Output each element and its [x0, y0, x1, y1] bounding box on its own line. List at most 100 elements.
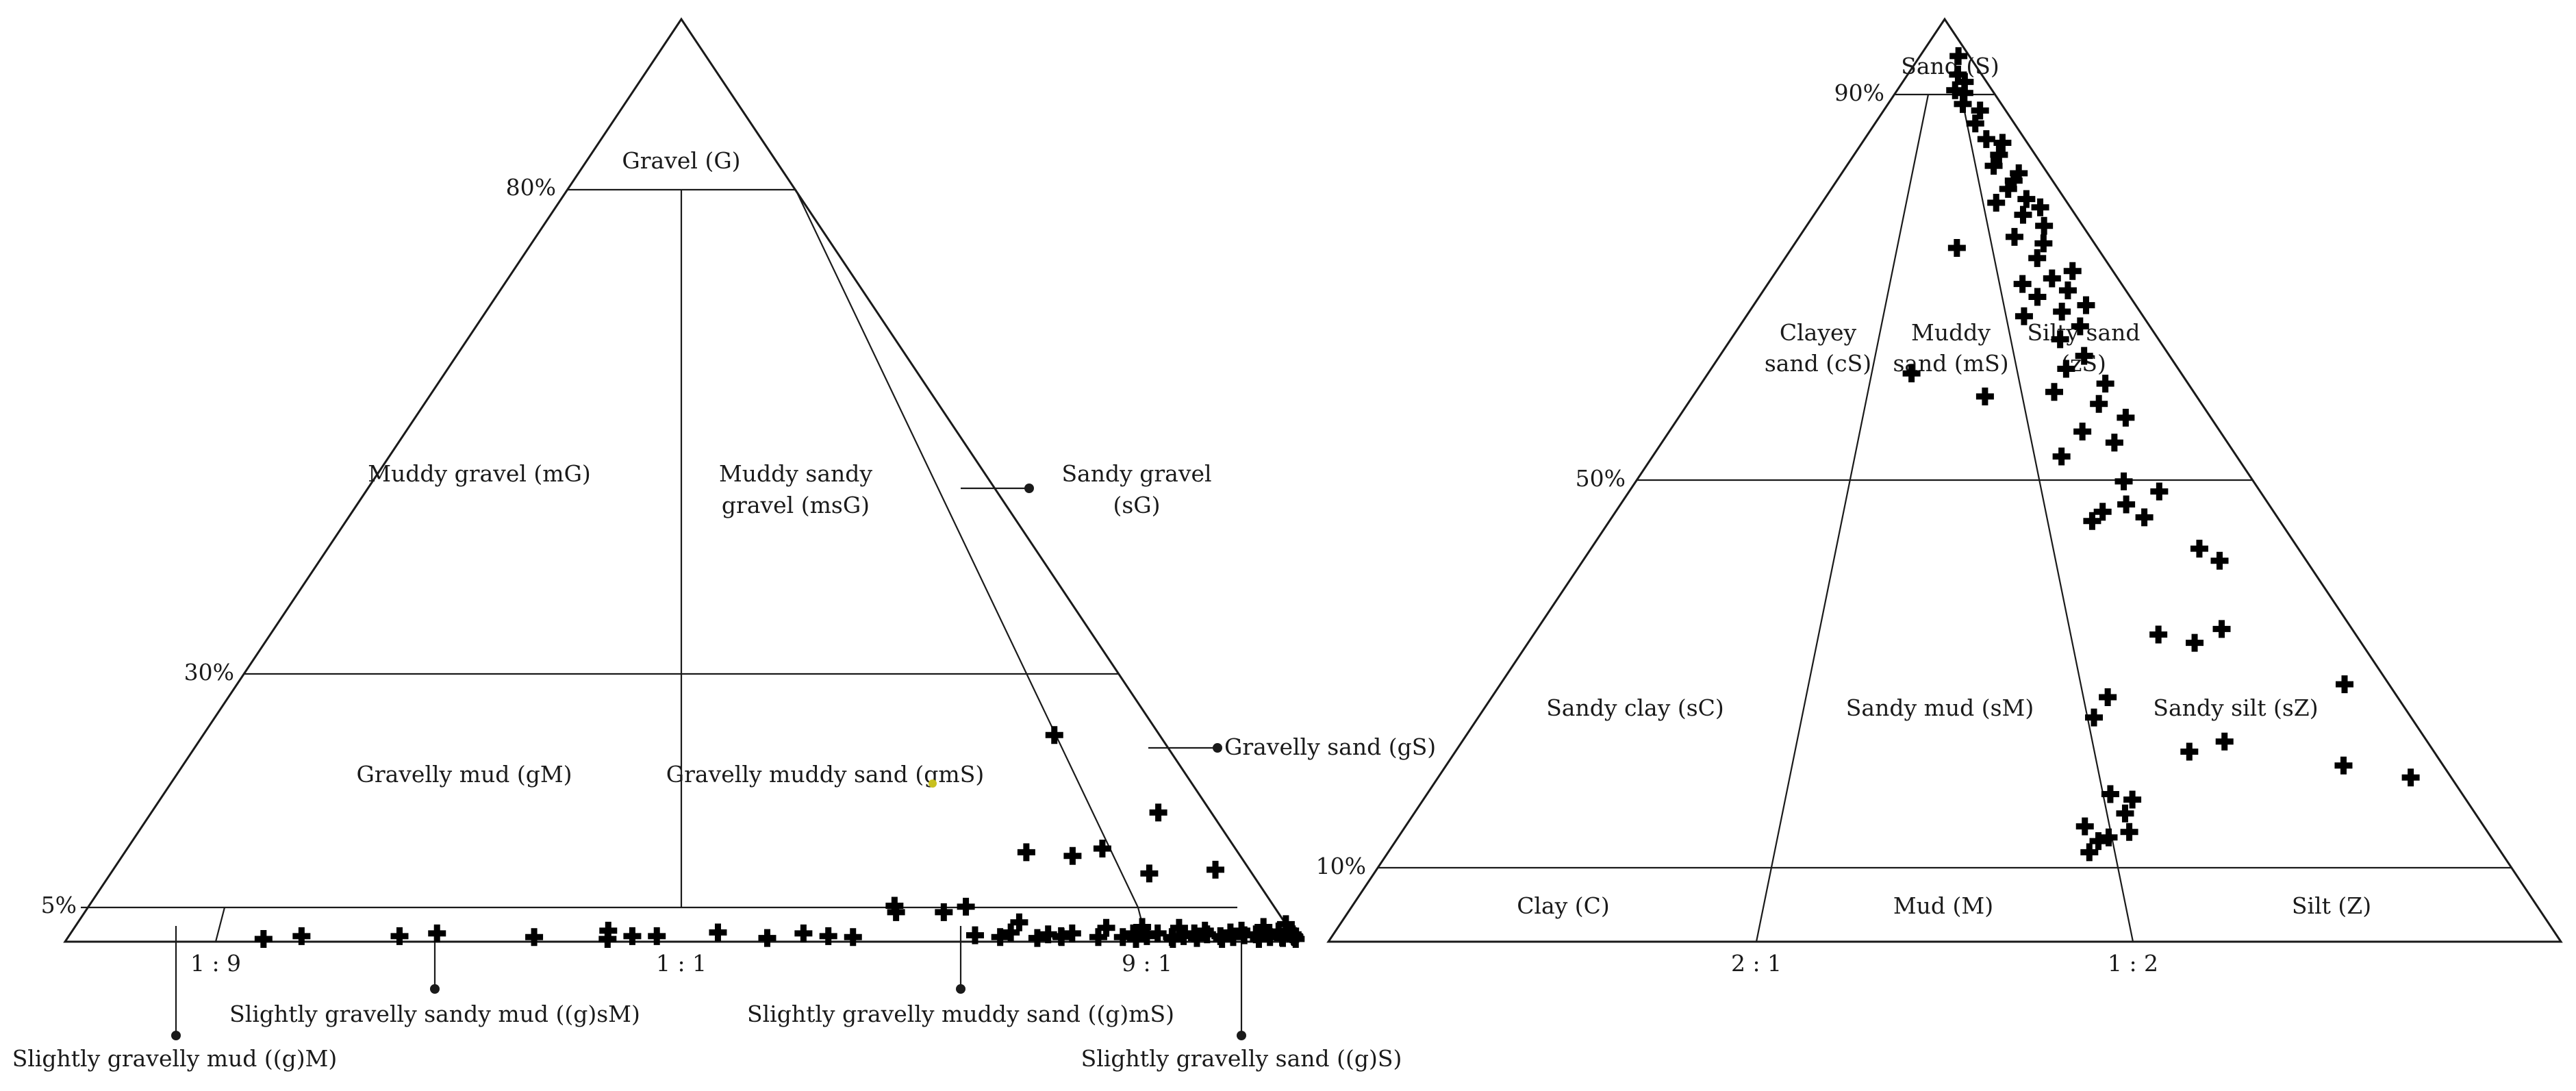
right-sample-marker-30	[2077, 296, 2095, 314]
right-sample-marker-64	[2101, 785, 2119, 803]
left-sample-marker-60	[1254, 918, 1273, 936]
left-sample-marker-1	[254, 929, 273, 948]
right-sample-marker-68	[2120, 823, 2138, 841]
left-sample-markers	[254, 726, 1305, 948]
left-sample-marker-32	[1113, 928, 1132, 946]
sand-silt-clay-diagram: 90% 50% 10% 2 : 1 1 : 2 Sand (S) Clayey …	[1316, 17, 2563, 977]
right-sample-marker-27	[2013, 275, 2032, 293]
right-sample-marker-65	[2123, 790, 2142, 809]
left-sample-marker-50	[1213, 929, 1231, 948]
right-sample-marker-48	[2117, 495, 2136, 514]
left-sample-marker-51	[1149, 803, 1167, 822]
right-sample-marker-33	[2071, 317, 2089, 336]
right-sample-marker-14	[2004, 171, 2023, 190]
percent-label-50: 50%	[1576, 465, 1626, 492]
percent-label-5: 5%	[41, 892, 77, 918]
leader-slightly-gravelly-mud	[171, 926, 181, 1040]
left-sample-marker-28	[1063, 924, 1081, 942]
class-slightly-gravelly-sand: Slightly gravelly sand ((g)S)	[1081, 1045, 1402, 1072]
class-muddy-gravel: Muddy gravel (mG)	[368, 460, 591, 487]
leader-slightly-gravelly-muddy-sand	[956, 926, 965, 994]
left-sample-marker-29	[1089, 928, 1107, 946]
right-sample-marker-59	[2085, 708, 2104, 727]
class-muddy-sandy-gravel-line2: gravel (msG)	[722, 492, 870, 518]
left-sample-marker-56	[1207, 860, 1225, 879]
class-slightly-gravelly-muddy-sand: Slightly gravelly muddy sand ((g)mS)	[747, 1001, 1174, 1027]
right-sample-marker-45	[2052, 447, 2071, 466]
class-gravelly-sand: Gravelly sand (gS)	[1224, 733, 1436, 760]
left-sample-marker-16	[885, 896, 904, 915]
left-sample-marker-58	[1247, 925, 1265, 944]
right-sample-marker-52	[2190, 540, 2208, 558]
gravel-sand-mud-diagram: 80% 30% 5% 1 : 9 1 : 1 9 : 1 Gravel (G) …	[12, 17, 1436, 1072]
right-sample-marker-53	[2210, 551, 2229, 570]
percent-label-80: 80%	[506, 174, 556, 201]
right-sample-marker-8	[1966, 114, 1984, 133]
left-sample-marker-5	[525, 928, 544, 946]
right-sample-marker-19	[2014, 205, 2032, 224]
class-muddy-sandy-gravel-line1: Muddy sandy	[719, 460, 872, 487]
right-sample-marker-16	[2017, 190, 2036, 208]
left-sample-marker-70	[1281, 921, 1300, 940]
right-sample-marker-50	[2135, 508, 2154, 527]
right-sample-marker-70	[2089, 832, 2108, 851]
left-sample-marker-61	[1259, 924, 1277, 942]
left-sample-marker-71	[1285, 928, 1304, 946]
right-sample-marker-3	[1956, 73, 1974, 91]
class-clayey-sand-line2: sand (cS)	[1765, 350, 1871, 377]
right-sample-marker-31	[2053, 302, 2071, 321]
left-sample-marker-48	[1196, 921, 1214, 940]
right-sample-marker-18	[2031, 198, 2049, 216]
ratio-label-2-1: 2 : 1	[1731, 950, 1782, 977]
left-sample-marker-13	[819, 927, 837, 945]
right-sample-marker-4	[1946, 81, 1965, 99]
right-sample-marker-35	[2075, 347, 2093, 365]
class-sandy-mud: Sandy mud (sM)	[1846, 694, 2034, 721]
left-sample-marker-12	[794, 924, 813, 942]
right-sample-marker-11	[1990, 146, 2008, 164]
ratio-label-9-1: 9 : 1	[1122, 950, 1172, 977]
left-sample-marker-23	[1028, 929, 1046, 947]
left-sample-marker-26	[1017, 843, 1035, 862]
right-sample-marker-12	[1984, 157, 2003, 175]
right-sample-marker-49	[2093, 503, 2112, 521]
right-sample-marker-46	[2114, 472, 2133, 490]
left-sample-marker-11	[758, 929, 776, 947]
left-sample-marker-36	[1093, 839, 1111, 857]
right-sample-marker-6	[1954, 95, 1972, 113]
right-sample-markers	[1902, 47, 2420, 862]
left-divider-9-1	[795, 189, 1139, 908]
ratio-label-1-1: 1 : 1	[656, 950, 707, 977]
left-sample-marker-34	[1127, 929, 1146, 948]
left-sample-marker-9	[648, 927, 666, 945]
right-sample-marker-54	[2212, 620, 2231, 638]
right-sample-marker-25	[2063, 262, 2082, 280]
right-sample-marker-22	[2034, 234, 2053, 253]
right-sample-marker-69	[2099, 828, 2118, 847]
right-sample-marker-39	[2045, 383, 2063, 401]
left-sample-marker-7	[598, 929, 617, 948]
right-sample-marker-36	[2057, 360, 2075, 378]
class-gravelly-mud: Gravelly mud (gM)	[356, 761, 572, 788]
left-sample-marker-21	[1002, 923, 1020, 942]
left-sample-marker-37	[1137, 927, 1156, 945]
left-triangle-outline	[63, 17, 1300, 943]
class-gravel: Gravel (G)	[622, 147, 740, 174]
left-sample-marker-18	[957, 897, 975, 916]
left-sample-marker-19	[965, 926, 984, 944]
ratio-label-1-9: 1 : 9	[190, 950, 241, 977]
left-sample-marker-2	[292, 927, 311, 945]
class-sandy-gravel-line1: Sandy gravel	[1061, 460, 1211, 487]
right-sample-marker-37	[1902, 364, 1921, 383]
right-sample-marker-63	[2401, 768, 2420, 787]
left-sample-marker-3	[390, 927, 409, 945]
class-sandy-silt: Sandy silt (sZ)	[2153, 694, 2318, 721]
left-sample-marker-17	[935, 903, 953, 921]
right-sample-marker-56	[2186, 634, 2204, 652]
left-sample-marker-55	[1233, 921, 1251, 940]
leader-sandy-gravel	[961, 484, 1034, 493]
class-clayey-sand-line1: Clayey	[1780, 319, 1857, 346]
ratio-label-1-2: 1 : 2	[2108, 950, 2158, 977]
right-sample-marker-21	[2005, 227, 2023, 246]
right-sample-marker-60	[2215, 732, 2234, 751]
